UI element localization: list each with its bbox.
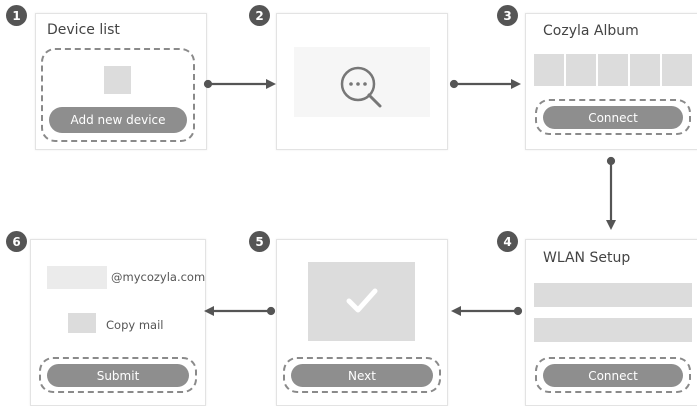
next-highlight: [283, 357, 441, 393]
submit-highlight: [39, 357, 197, 393]
album-tile-1: [534, 54, 564, 86]
device-list-title: Device list: [47, 22, 120, 38]
wlan-setup-title: WLAN Setup: [543, 250, 631, 266]
email-input[interactable]: [47, 266, 107, 289]
album-tile-2: [566, 54, 596, 86]
panel-submit: @mycozyla.com Copy mail Submit: [30, 239, 206, 406]
step-badge-1: 1: [6, 5, 27, 26]
step-badge-5: 5: [249, 231, 270, 252]
album-tile-4: [630, 54, 660, 86]
connect-highlight-wlan: [535, 357, 691, 393]
step-badge-2: 2: [249, 5, 270, 26]
album-tile-3: [598, 54, 628, 86]
submit-button[interactable]: Submit: [47, 364, 189, 387]
panel-cozyla-album: Cozyla Album Connect: [525, 13, 697, 150]
copy-mail-checkbox[interactable]: [68, 313, 96, 333]
add-new-device-button[interactable]: Add new device: [49, 107, 187, 133]
search-dots-icon: [340, 66, 382, 108]
step-badge-4: 4: [497, 231, 518, 252]
panel-device-list: Device list Add new device: [35, 13, 207, 150]
panel-success: Next: [276, 239, 448, 406]
copy-mail-label: Copy mail: [106, 318, 164, 332]
connect-button-album[interactable]: Connect: [543, 106, 683, 129]
success-image: [308, 262, 415, 341]
add-device-highlight: [41, 48, 195, 142]
cozyla-album-title: Cozyla Album: [543, 23, 639, 39]
step-badge-6: 6: [6, 231, 27, 252]
next-button[interactable]: Next: [291, 364, 433, 387]
checkmark-icon: [346, 288, 378, 313]
panel-searching: [276, 13, 448, 150]
search-area: [294, 47, 430, 117]
email-suffix: @mycozyla.com: [111, 270, 206, 284]
device-thumbnail: [104, 66, 131, 94]
step-badge-3: 3: [497, 5, 518, 26]
album-tile-5: [662, 54, 692, 86]
connect-highlight-album: [535, 99, 691, 135]
panel-wlan-setup: WLAN Setup Connect: [525, 239, 697, 406]
wlan-field-1: [534, 283, 692, 307]
arrow-icon: [203, 79, 616, 316]
wlan-field-2: [534, 318, 692, 342]
connect-button-wlan[interactable]: Connect: [543, 364, 683, 387]
